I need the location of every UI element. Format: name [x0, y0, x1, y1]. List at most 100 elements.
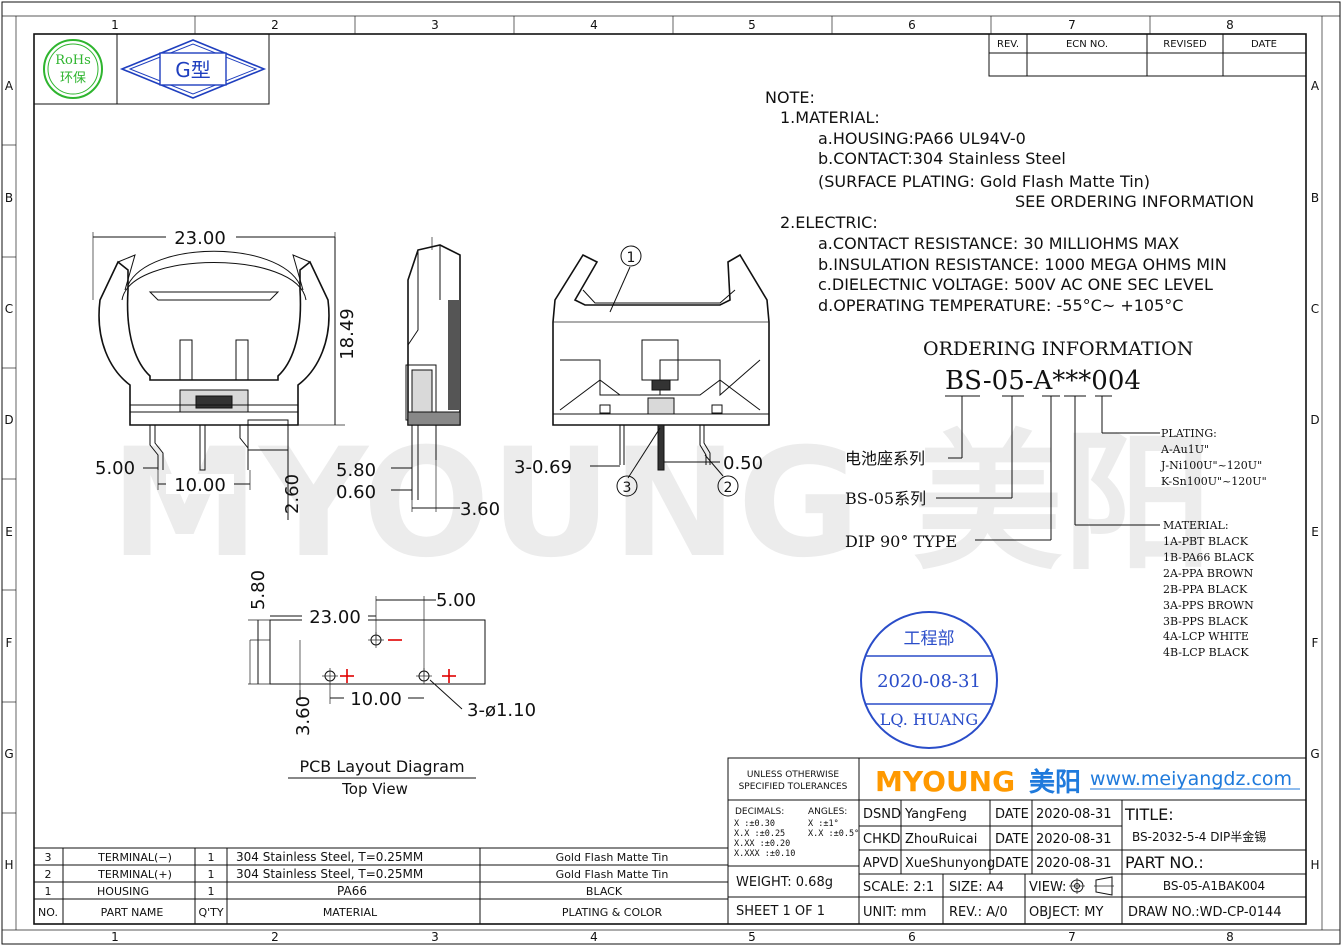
- svg-text:10.00: 10.00: [174, 475, 226, 496]
- svg-text:CHKD: CHKD: [863, 832, 900, 847]
- svg-text:环保: 环保: [60, 71, 86, 86]
- svg-text:G: G: [4, 747, 13, 761]
- svg-text:F: F: [1312, 636, 1319, 650]
- svg-text:2: 2: [724, 480, 733, 496]
- svg-text:G型: G型: [175, 58, 211, 82]
- svg-text:WEIGHT: 0.68g: WEIGHT: 0.68g: [736, 875, 833, 890]
- svg-text:BS-05-A1BAK004: BS-05-A1BAK004: [1163, 879, 1265, 893]
- svg-text:A: A: [5, 79, 14, 93]
- svg-text:2: 2: [45, 868, 52, 881]
- svg-text:RoHs: RoHs: [55, 53, 91, 68]
- svg-text:1A-PBT BLACK: 1A-PBT BLACK: [1163, 535, 1249, 548]
- svg-text:SCALE: 2:1: SCALE: 2:1: [863, 880, 934, 895]
- svg-text:5.80: 5.80: [336, 460, 376, 481]
- svg-text:TERMINAL(+): TERMINAL(+): [97, 868, 172, 881]
- svg-text:PA66: PA66: [337, 884, 367, 898]
- svg-text:DATE: DATE: [995, 856, 1029, 871]
- svg-text:VIEW:: VIEW:: [1029, 880, 1066, 895]
- svg-text:APVD: APVD: [863, 856, 899, 871]
- svg-text:ORDERING INFORMATION: ORDERING INFORMATION: [923, 338, 1193, 360]
- svg-text:PLATING & COLOR: PLATING & COLOR: [562, 906, 663, 919]
- svg-text:2: 2: [271, 930, 279, 944]
- pcb-layout: 23.00 5.00 5.80 10.00 3.60 3-ø1.10 PCB L…: [248, 570, 536, 798]
- svg-text:a.HOUSING:PA66 UL94V-0: a.HOUSING:PA66 UL94V-0: [818, 129, 1026, 148]
- svg-text:304 Stainless Steel, T=0.25: 304 Stainless Steel, T=0.25MM: [236, 850, 423, 864]
- bom-table: 3 TERMINAL(−) 1 304 Stainless Steel, T=0…: [33, 847, 729, 925]
- svg-text:E: E: [5, 525, 13, 539]
- svg-text:1: 1: [208, 885, 215, 898]
- approval-stamp: 工程部 2020-08-31 LQ. HUANG: [860, 611, 998, 749]
- svg-text:H: H: [1310, 858, 1319, 872]
- svg-text:2020-08-31: 2020-08-31: [1036, 807, 1112, 822]
- svg-text:MYOUNG: MYOUNG: [875, 765, 1015, 798]
- svg-text:5.00: 5.00: [436, 590, 476, 611]
- svg-text:E: E: [1311, 525, 1319, 539]
- svg-text:BS-05-A***004: BS-05-A***004: [945, 366, 1141, 396]
- logo-box: RoHs 环保 G型: [33, 33, 270, 105]
- svg-text:LQ. HUANG: LQ. HUANG: [880, 710, 978, 729]
- svg-text:Top View: Top View: [341, 780, 408, 798]
- svg-text:304 Stainless Steel, T=0.25: 304 Stainless Steel, T=0.25MM: [236, 867, 423, 881]
- svg-text:REVISED: REVISED: [1163, 39, 1207, 50]
- revision-table: REV. ECN NO. REVISED DATE: [988, 33, 1307, 77]
- svg-text:2020-08-31: 2020-08-31: [877, 671, 981, 692]
- svg-text:4B-LCP BLACK: 4B-LCP BLACK: [1163, 646, 1249, 659]
- svg-text:ANGLES:: ANGLES:: [808, 807, 847, 817]
- svg-text:X :±1°: X :±1°: [808, 819, 839, 829]
- svg-text:1: 1: [627, 250, 636, 266]
- svg-text:YangFeng: YangFeng: [904, 807, 967, 822]
- svg-text:2.60: 2.60: [282, 474, 303, 514]
- title-block: UNLESS OTHERWISE SPECIFIED TOLERANCES DE…: [727, 757, 1307, 925]
- svg-text:3: 3: [45, 851, 52, 864]
- svg-text:MATERIAL: MATERIAL: [323, 906, 378, 919]
- svg-text:www.meiyangdz.com: www.meiyangdz.com: [1090, 768, 1292, 790]
- svg-text:XueShunyong: XueShunyong: [905, 856, 995, 871]
- svg-text:3-ø1.10: 3-ø1.10: [467, 700, 536, 721]
- svg-text:C: C: [1311, 302, 1319, 316]
- svg-text:5.80: 5.80: [248, 570, 269, 610]
- svg-text:1: 1: [111, 930, 119, 944]
- svg-text:OBJECT: MY: OBJECT: MY: [1029, 905, 1104, 920]
- svg-text:6: 6: [908, 930, 916, 944]
- svg-text:SPECIFIED TOLERANCES: SPECIFIED TOLERANCES: [739, 782, 848, 792]
- svg-text:X.X :±0.25: X.X :±0.25: [734, 829, 785, 839]
- svg-text:0.50: 0.50: [723, 453, 763, 474]
- svg-text:REV.: REV.: [997, 39, 1019, 50]
- svg-text:23.00: 23.00: [309, 607, 361, 628]
- svg-text:1: 1: [111, 18, 119, 32]
- svg-text:3.60: 3.60: [293, 696, 314, 736]
- svg-text:2020-08-31: 2020-08-31: [1036, 856, 1112, 871]
- svg-text:DATE: DATE: [995, 832, 1029, 847]
- svg-text:BLACK: BLACK: [586, 885, 623, 898]
- svg-text:NO.: NO.: [38, 906, 58, 919]
- grid-row-markers: A B C D E F G H A B C D E F G H: [2, 79, 1320, 872]
- svg-text:10.00: 10.00: [350, 689, 402, 710]
- svg-text:DSND: DSND: [863, 807, 901, 822]
- svg-text:18.49: 18.49: [337, 308, 358, 360]
- svg-text:1B-PA66 BLACK: 1B-PA66 BLACK: [1163, 551, 1255, 564]
- notes: NOTE: 1.MATERIAL: a.HOUSING:PA66 UL94V-0…: [765, 88, 1254, 315]
- svg-text:d.OPERATING TEMPERATURE: -55: d.OPERATING TEMPERATURE: -55°C~ +105°C: [818, 296, 1183, 315]
- svg-text:2: 2: [271, 18, 279, 32]
- projection-symbol-icon: [1069, 876, 1114, 896]
- svg-text:G: G: [1310, 747, 1319, 761]
- svg-text:B: B: [5, 191, 13, 205]
- svg-text:Gold Flash Matte Tin: Gold Flash Matte Tin: [556, 851, 669, 864]
- svg-text:4A-LCP WHITE: 4A-LCP WHITE: [1163, 630, 1249, 643]
- svg-text:C: C: [5, 302, 13, 316]
- svg-text:1: 1: [45, 885, 52, 898]
- svg-text:美阳: 美阳: [1029, 767, 1081, 798]
- rohs-logo: [43, 39, 103, 99]
- svg-text:8: 8: [1226, 930, 1234, 944]
- svg-text:3.60: 3.60: [460, 499, 500, 520]
- svg-text:A-Au1U": A-Au1U": [1160, 443, 1209, 456]
- svg-text:DECIMALS:: DECIMALS:: [735, 807, 784, 817]
- svg-text:2020-08-31: 2020-08-31: [1036, 832, 1112, 847]
- svg-text:3: 3: [431, 930, 439, 944]
- svg-text:A: A: [1311, 79, 1320, 93]
- svg-text:Gold Flash Matte Tin: Gold Flash Matte Tin: [556, 868, 669, 881]
- svg-text:DRAW NO.:WD-CP-0144: DRAW NO.:WD-CP-0144: [1128, 905, 1282, 920]
- side-view: 5.80 0.60 3.60: [336, 237, 500, 520]
- svg-text:ECN NO.: ECN NO.: [1066, 39, 1108, 50]
- svg-text:2A-PPA BROWN: 2A-PPA BROWN: [1163, 567, 1254, 580]
